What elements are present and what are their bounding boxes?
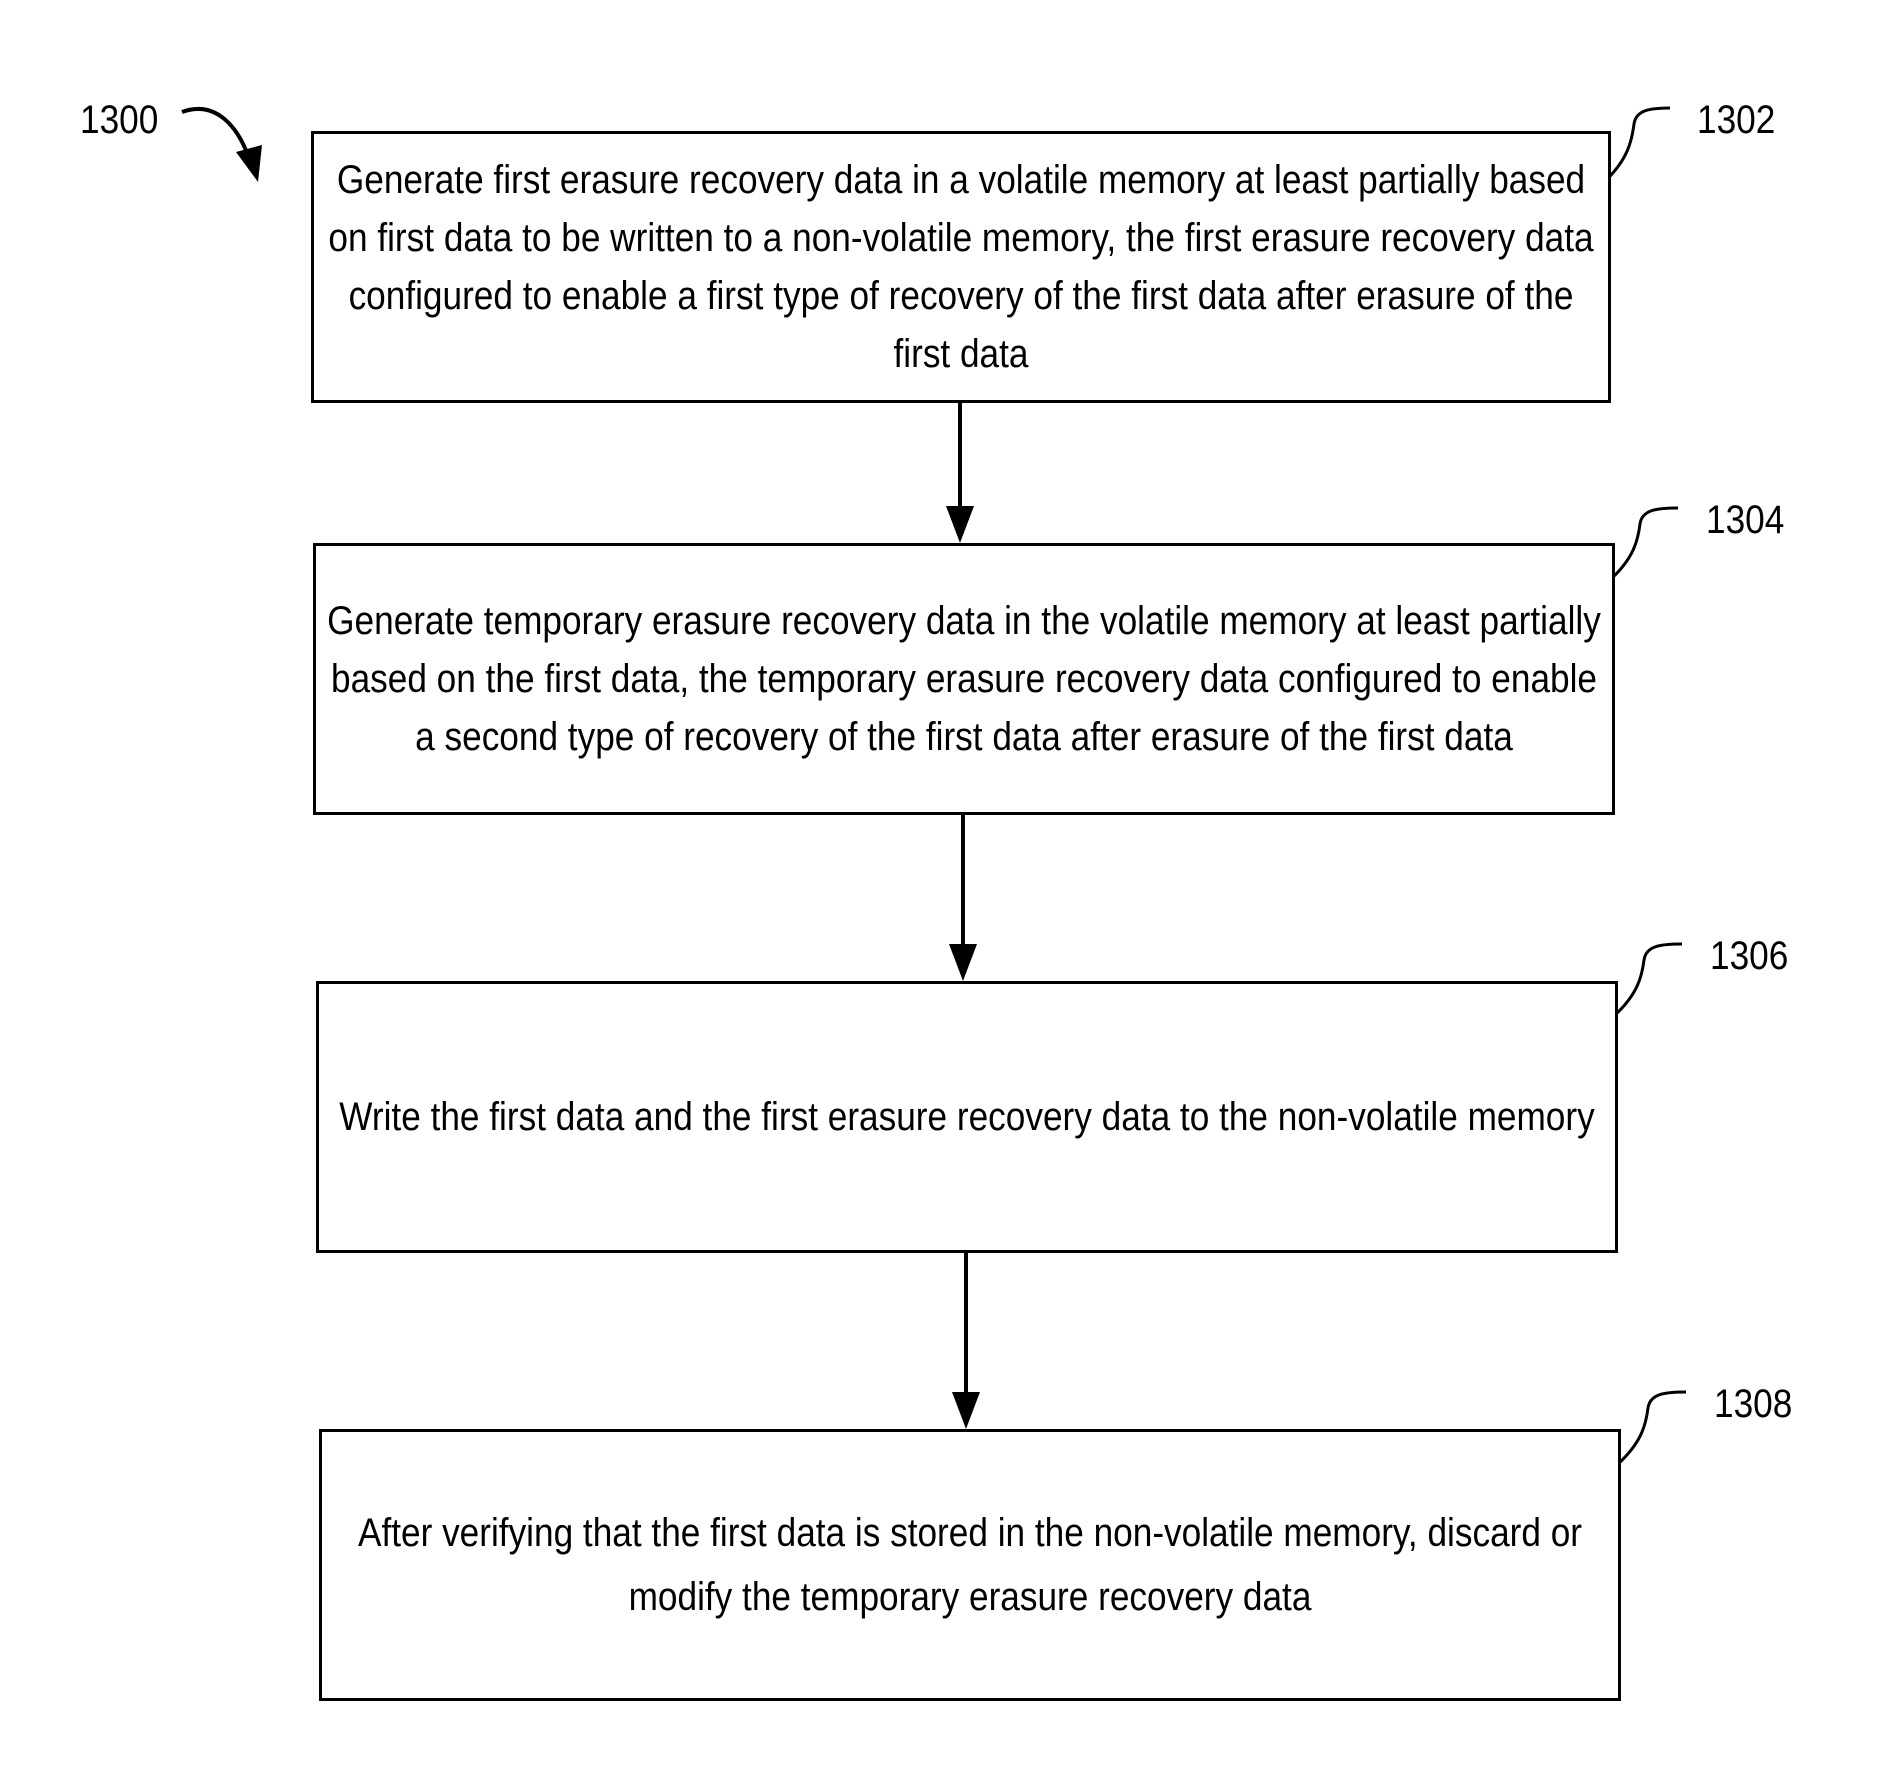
- step-box-1306: Write the first data and the first erasu…: [316, 981, 1618, 1253]
- leader-line-1306: [1614, 944, 1682, 1016]
- leader-line-1302: [1604, 108, 1670, 182]
- flow-arrowhead-1306: [949, 944, 977, 981]
- step-box-1304: Generate temporary erasure recovery data…: [313, 543, 1615, 815]
- step-text-1308: After verifying that the first data is s…: [354, 1501, 1586, 1629]
- step-ref-1304: 1304: [1706, 500, 1784, 540]
- figure-label: 1300: [80, 100, 158, 140]
- figure-pointer-arrowhead: [236, 145, 262, 182]
- step-text-1304: Generate temporary erasure recovery data…: [322, 592, 1607, 766]
- step-ref-1302: 1302: [1697, 100, 1775, 140]
- step-box-1302: Generate first erasure recovery data in …: [311, 131, 1611, 403]
- step-box-1308: After verifying that the first data is s…: [319, 1429, 1621, 1701]
- step-ref-1308: 1308: [1714, 1384, 1792, 1424]
- step-text-1306: Write the first data and the first erasu…: [325, 1088, 1610, 1146]
- flow-arrowhead-1304: [946, 506, 974, 543]
- leader-line-1304: [1610, 508, 1678, 580]
- leader-line-1308: [1618, 1392, 1686, 1464]
- flow-arrowhead-1308: [952, 1392, 980, 1429]
- step-ref-1306: 1306: [1710, 936, 1788, 976]
- step-text-1302: Generate first erasure recovery data in …: [319, 151, 1604, 383]
